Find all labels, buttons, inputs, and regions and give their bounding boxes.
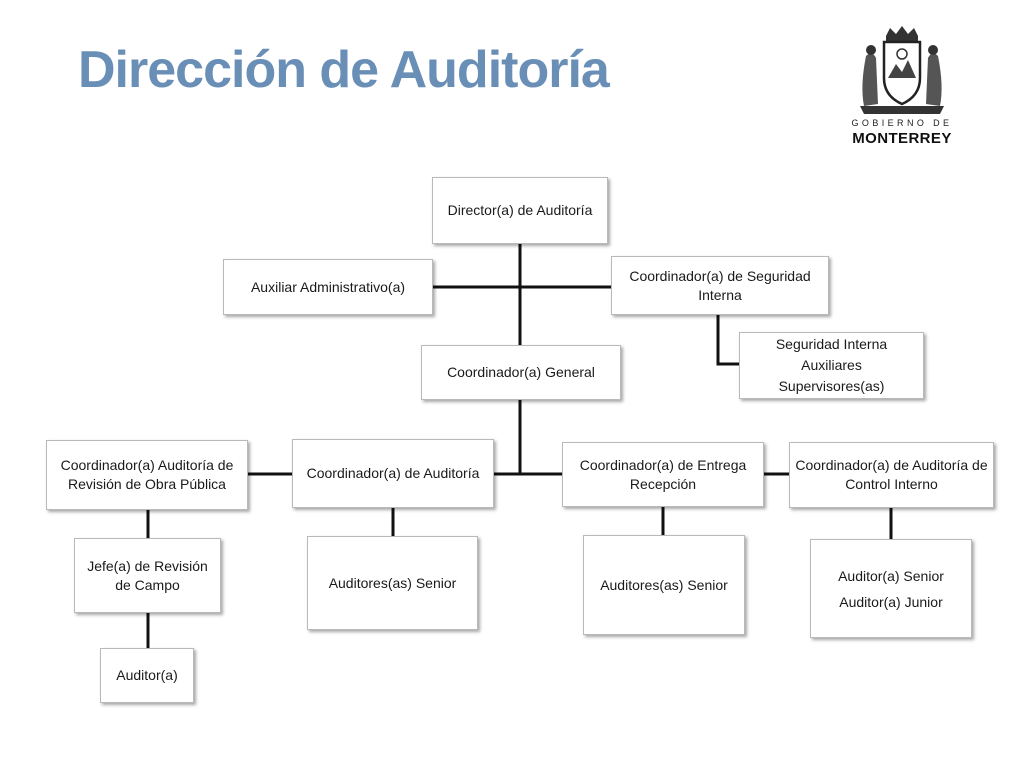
connector-seguridad-staff: [716, 314, 740, 366]
node-label: Coordinador(a) Auditoría de Revisión de …: [60, 457, 234, 492]
node-label: Coordinador(a) de Entrega Recepción: [579, 456, 747, 492]
node-label: Auditor(a) Junior: [839, 593, 943, 610]
node-label: Auditor(a): [116, 667, 178, 683]
node-label: Auxiliar Administrativo(a): [250, 278, 406, 295]
node-seguridad-staff: Seguridad Interna Auxiliares Supervisore…: [739, 332, 924, 399]
node-label: Jefe(a) de Revisión de Campo: [87, 557, 208, 593]
node-label: Seguridad Interna: [775, 336, 888, 352]
node-auditor: Auditor(a): [100, 648, 194, 703]
logo-text-gobierno: GOBIERNO DE: [851, 118, 953, 128]
node-label: Auxiliares: [801, 357, 862, 373]
node-label: Coordinador(a) de Auditoría de Control I…: [795, 457, 988, 492]
node-auditores-senior-1: Auditores(as) Senior: [307, 536, 478, 630]
node-coordinador-seguridad-interna: Coordinador(a) de Seguridad Interna: [611, 256, 829, 315]
node-auxiliar-administrativo: Auxiliar Administrativo(a): [223, 259, 433, 315]
node-auditores-senior-2: Auditores(as) Senior: [583, 535, 745, 635]
node-label: Coordinador(a) de Seguridad Interna: [629, 267, 811, 303]
node-coordinador-auditoria: Coordinador(a) de Auditoría: [292, 439, 494, 508]
node-coordinador-obra-publica: Coordinador(a) Auditoría de Revisión de …: [46, 440, 248, 510]
node-director-auditoria: Director(a) de Auditoría: [432, 177, 608, 244]
node-jefe-revision-campo: Jefe(a) de Revisión de Campo: [74, 538, 221, 613]
node-coordinador-entrega-recepcion: Coordinador(a) de Entrega Recepción: [562, 442, 764, 507]
node-label: Coordinador(a) General: [447, 364, 595, 380]
gobierno-monterrey-logo: GOBIERNO DE MONTERREY: [846, 26, 958, 148]
node-coordinador-general: Coordinador(a) General: [421, 345, 621, 400]
node-label: Auditor(a) Senior: [838, 567, 944, 584]
node-label: Auditores(as) Senior: [600, 576, 728, 593]
node-label: Director(a) de Auditoría: [447, 202, 593, 218]
node-coordinador-control-interno: Coordinador(a) de Auditoría de Control I…: [789, 442, 994, 508]
node-label: Coordinador(a) de Auditoría: [306, 465, 480, 481]
logo-text-monterrey: MONTERREY: [852, 130, 952, 147]
coat-of-arms-icon: [860, 26, 944, 114]
node-control-interno-staff: Auditor(a) Senior Auditor(a) Junior: [810, 539, 972, 638]
node-label: Supervisores(as): [778, 378, 885, 394]
page-title: Dirección de Auditoría: [78, 41, 610, 99]
node-label: Auditores(as) Senior: [328, 574, 457, 591]
